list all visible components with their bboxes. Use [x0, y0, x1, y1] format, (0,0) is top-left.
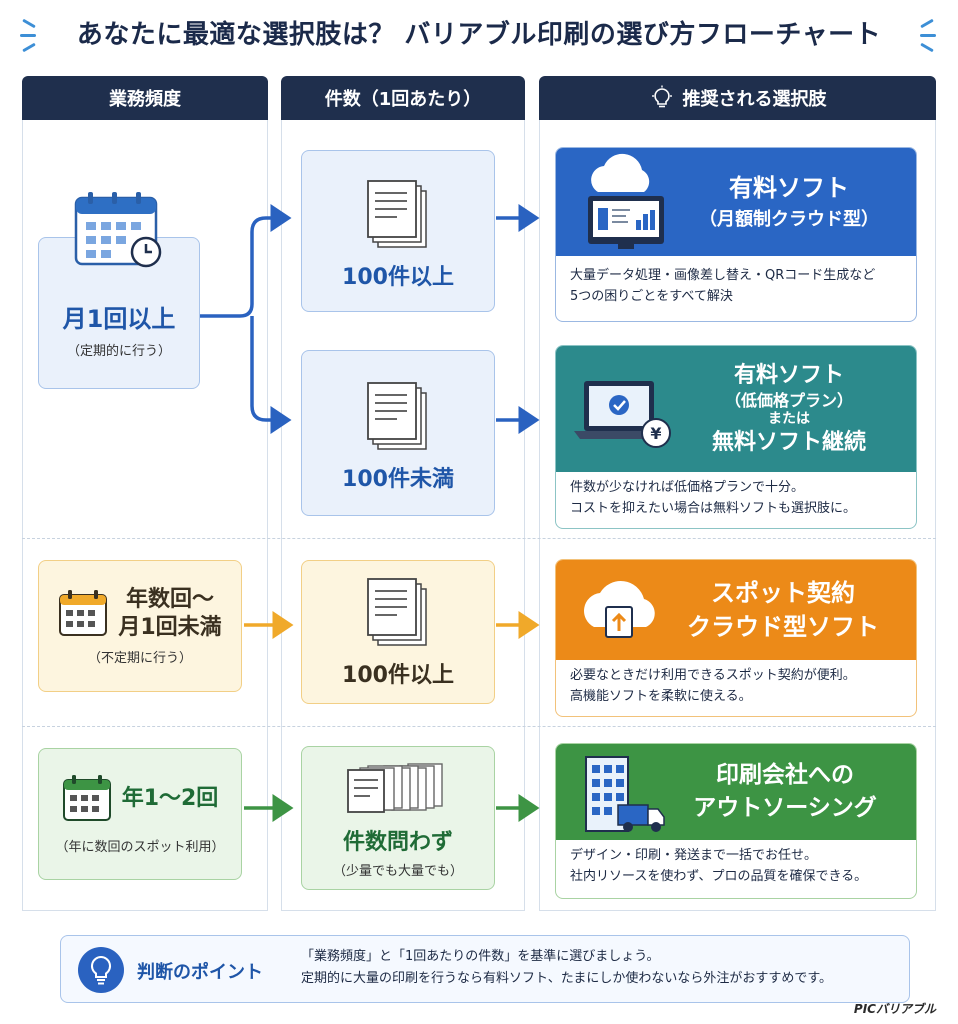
card-title-line: スポット契約: [711, 579, 855, 607]
laptop-yen-icon: ¥: [574, 381, 671, 448]
card-title-line: アウトソーシング: [693, 795, 877, 821]
frequency-sub: （年に数回のスポット利用）: [55, 839, 225, 855]
count-box-100-plus-irregular: 100件以上: [301, 560, 495, 704]
document-stack-icon: [347, 762, 443, 813]
building-truck-icon: [585, 756, 665, 832]
count-main: 100件以上: [342, 663, 454, 688]
card-outsourcing: 印刷会社への アウトソーシング デザイン・印刷・発送まで一括でお任せ。 社内リソ…: [555, 743, 917, 899]
card-desc-line: 必要なときだけ利用できるスポット契約が便利。: [570, 668, 856, 683]
cloud-monitor-icon: [588, 153, 664, 249]
judgment-point-text: 「業務頻度」と「1回あたりの件数」を基準に選びましょう。 定期的に大量の印刷を行…: [301, 946, 832, 990]
header-frequency: 業務頻度: [22, 76, 268, 120]
card-header: スポット契約 クラウド型ソフト: [556, 560, 916, 660]
frequency-main: 月1回以上: [62, 304, 176, 333]
document-stack-icon: [367, 578, 427, 646]
card-header: 印刷会社への アウトソーシング: [556, 744, 916, 840]
svg-text:¥: ¥: [650, 424, 661, 443]
card-title-line: 無料ソフト継続: [711, 429, 866, 455]
frequency-head: 年1〜2回: [62, 774, 219, 824]
count-box-100-plus: 100件以上: [301, 150, 495, 312]
frequency-sub: （不定期に行う）: [87, 651, 192, 666]
card-title-line: 有料ソフト: [729, 173, 849, 202]
card-title: 印刷会社への アウトソーシング: [674, 761, 916, 823]
header-count-label: 件数（1回あたり）: [324, 89, 482, 110]
count-main: 100件未満: [342, 467, 454, 492]
judgment-point-line: 定期的に大量の印刷を行うなら有料ソフト、たまにしか使わないなら外注がおすすめです…: [301, 971, 833, 987]
card-desc-line: 大量データ処理・画像差し替え・QRコード生成など: [570, 268, 876, 283]
frequency-main-line: 月1回未満: [118, 614, 222, 640]
card-title-line: （月額制クラウド型）: [699, 208, 879, 230]
card-title-line: （低価格プラン）: [724, 391, 853, 411]
card-description: 大量データ処理・画像差し替え・QRコード生成など 5つの困りごとをすべて解決: [570, 266, 906, 308]
count-main: 100件以上: [342, 265, 454, 290]
card-desc-line: 高機能ソフトを柔軟に使える。: [570, 688, 752, 704]
document-stack-icon: [367, 382, 427, 450]
card-title-line: 有料ソフト: [733, 362, 844, 388]
frequency-head: 年数回〜 月1回未満: [58, 586, 222, 641]
frequency-box-yearly: 年1〜2回 （年に数回のスポット利用）: [38, 748, 242, 880]
cloud-upload-icon: [584, 581, 655, 638]
calendar-icon: [62, 774, 111, 821]
card-low-price-or-free: ¥ 有料ソフト （低価格プラン） または 無料ソフト継続 件数が少なければ低価格…: [555, 345, 917, 529]
title-decoration: [20, 34, 36, 37]
card-title: 有料ソフト （低価格プラン） または 無料ソフト継続: [680, 362, 916, 457]
judgment-point-line: 「業務頻度」と「1回あたりの件数」を基準に選びましょう。: [301, 949, 660, 964]
document-stack-icon: [367, 180, 427, 248]
judgment-point-label: 判断のポイント: [137, 962, 263, 983]
card-title-line: クラウド型ソフト: [687, 613, 879, 641]
card-title: 有料ソフト （月額制クラウド型）: [680, 173, 916, 232]
count-main: 件数問わず: [342, 829, 453, 855]
count-sub: （少量でも大量でも）: [332, 863, 463, 879]
arrow-row1-upper: [200, 204, 292, 318]
judgment-point-box: 判断のポイント 「業務頻度」と「1回あたりの件数」を基準に選びましょう。 定期的…: [60, 935, 910, 1003]
calendar-clock-icon: [74, 192, 162, 268]
frequency-main: 年1〜2回: [121, 785, 219, 811]
frequency-box-irregular: 年数回〜 月1回未満 （不定期に行う）: [38, 560, 242, 692]
title-decoration: [920, 34, 936, 37]
card-desc-line: コストを抑えたい場合は無料ソフトも選択肢に。: [570, 500, 857, 516]
card-header: 有料ソフト （月額制クラウド型）: [556, 148, 916, 256]
lightbulb-icon: [78, 947, 124, 993]
card-description: 必要なときだけ利用できるスポット契約が便利。 高機能ソフトを柔軟に使える。: [570, 666, 906, 708]
card-desc-line: デザイン・印刷・発送まで一括でお任せ。: [570, 848, 818, 863]
count-box-any: 件数問わず （少量でも大量でも）: [301, 746, 495, 890]
calendar-icon: [59, 589, 108, 636]
card-description: デザイン・印刷・発送まで一括でお任せ。 社内リソースを使わず、プロの品質を確保で…: [570, 846, 906, 888]
card-desc-line: 5つの困りごとをすべて解決: [570, 288, 733, 304]
frequency-main-line: 年数回〜: [125, 587, 214, 612]
arrow-row1-lower: [250, 316, 292, 434]
header-recommended-label: 推奨される選択肢: [682, 89, 827, 110]
frequency-sub: （定期的に行う）: [66, 343, 171, 359]
header-recommended: 推奨される選択肢: [539, 76, 936, 120]
header-frequency-label: 業務頻度: [109, 89, 181, 110]
card-paid-subscription: 有料ソフト （月額制クラウド型） 大量データ処理・画像差し替え・QRコード生成な…: [555, 147, 917, 322]
card-title-line: 印刷会社への: [716, 762, 854, 789]
lightbulb-icon: [651, 85, 672, 108]
card-title: スポット契約 クラウド型ソフト: [670, 578, 916, 642]
row-divider: [22, 726, 936, 727]
brand-logo: PICバリアブル: [853, 1002, 936, 1016]
card-title-line: または: [768, 411, 810, 428]
card-description: 件数が少なければ低価格プランで十分。 コストを抑えたい場合は無料ソフトも選択肢に…: [570, 478, 906, 520]
row-divider: [22, 538, 936, 539]
card-spot-contract: スポット契約 クラウド型ソフト 必要なときだけ利用できるスポット契約が便利。 高…: [555, 559, 917, 717]
count-box-under-100: 100件未満: [301, 350, 495, 516]
card-desc-line: 社内リソースを使わず、プロの品質を確保できる。: [570, 868, 868, 884]
frequency-main: 年数回〜 月1回未満: [118, 586, 221, 641]
page-title: あなたに最適な選択肢は？ バリアブル印刷の選び方フローチャート: [76, 20, 882, 50]
card-desc-line: 件数が少なければ低価格プランで十分。: [570, 480, 805, 495]
header-count: 件数（1回あたり）: [281, 76, 525, 120]
card-header: ¥ 有料ソフト （低価格プラン） または 無料ソフト継続: [556, 346, 916, 472]
